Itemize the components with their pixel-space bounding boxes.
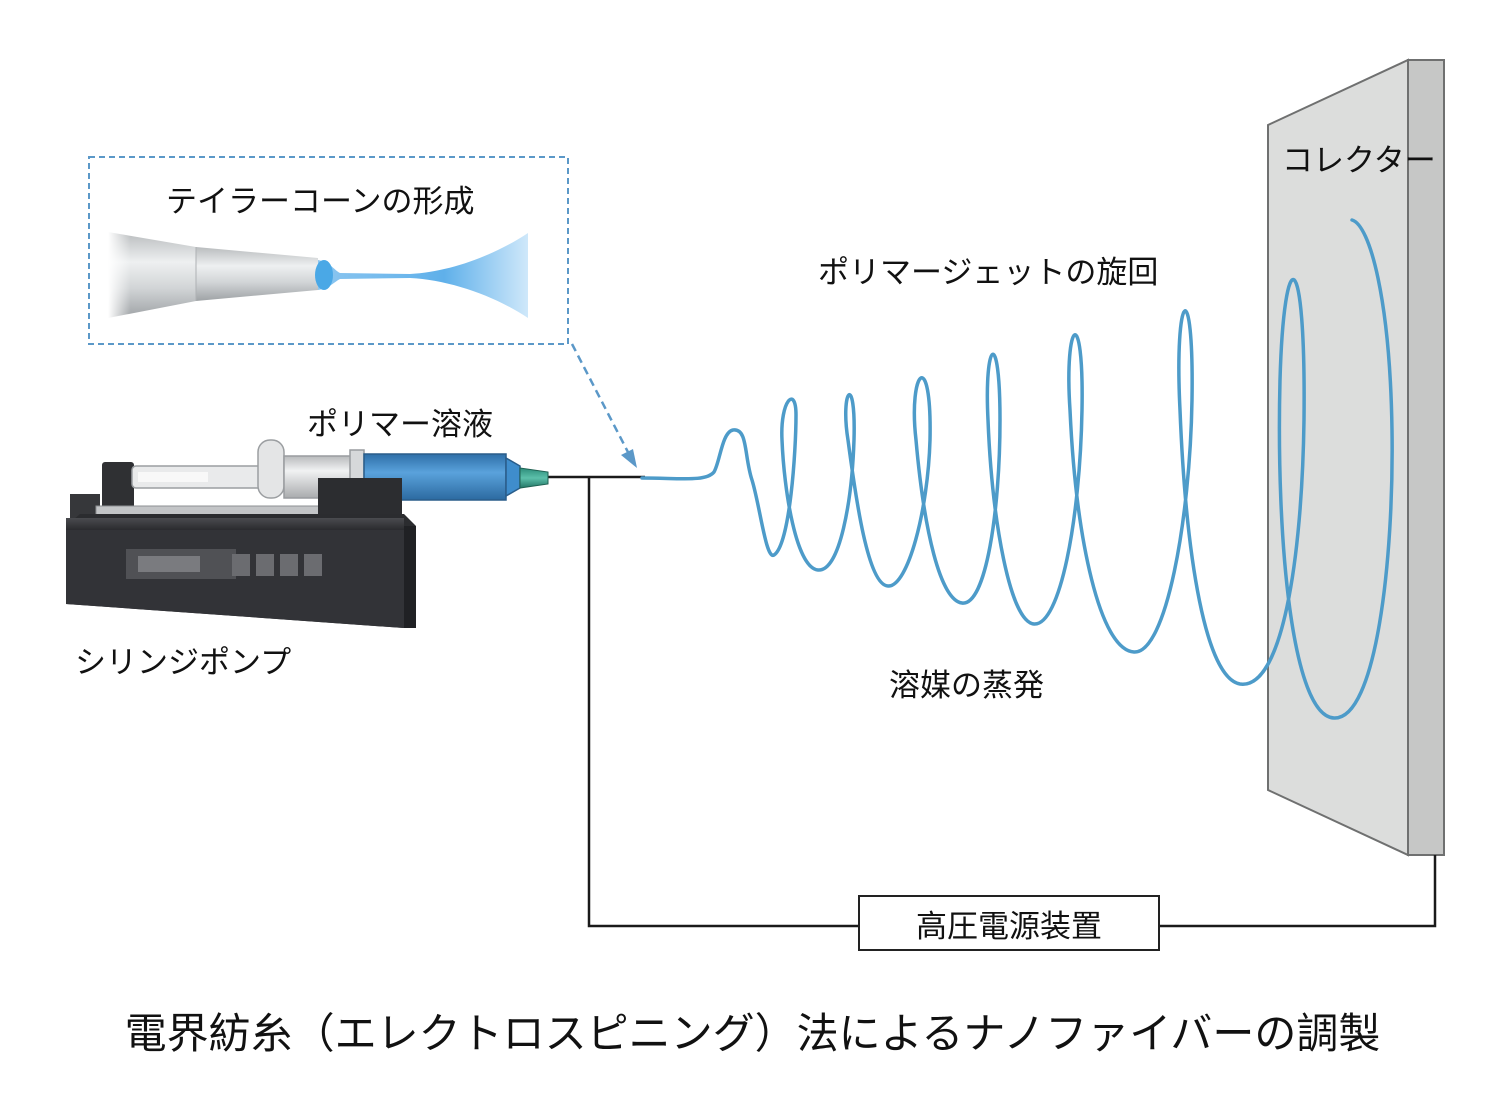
- polymer-solution-label: ポリマー溶液: [307, 407, 493, 443]
- collector-plate: [1267, 58, 1445, 857]
- solvent-evaporation-label: 溶媒の蒸発: [889, 668, 1044, 704]
- inset-pointer-arrow: [570, 343, 637, 468]
- power-supply-box: 高圧電源装置: [858, 895, 1160, 951]
- syringe-pump-label: シリンジポンプ: [75, 645, 292, 681]
- wiring: [548, 475, 1437, 928]
- taylor-cone-inset: [88, 156, 569, 345]
- jet-whipping-label: ポリマージェットの旋回: [818, 255, 1159, 291]
- collector-label: コレクター: [1282, 143, 1436, 179]
- taylor-cone-label: テイラーコーンの形成: [166, 184, 475, 220]
- power-supply-label: 高圧電源装置: [916, 908, 1102, 945]
- syringe-pump: [66, 439, 549, 628]
- diagram-title: 電界紡糸（エレクトロスピニング）法によるナノファイバーの調製: [124, 1009, 1381, 1058]
- polymer-jet: [640, 218, 1394, 720]
